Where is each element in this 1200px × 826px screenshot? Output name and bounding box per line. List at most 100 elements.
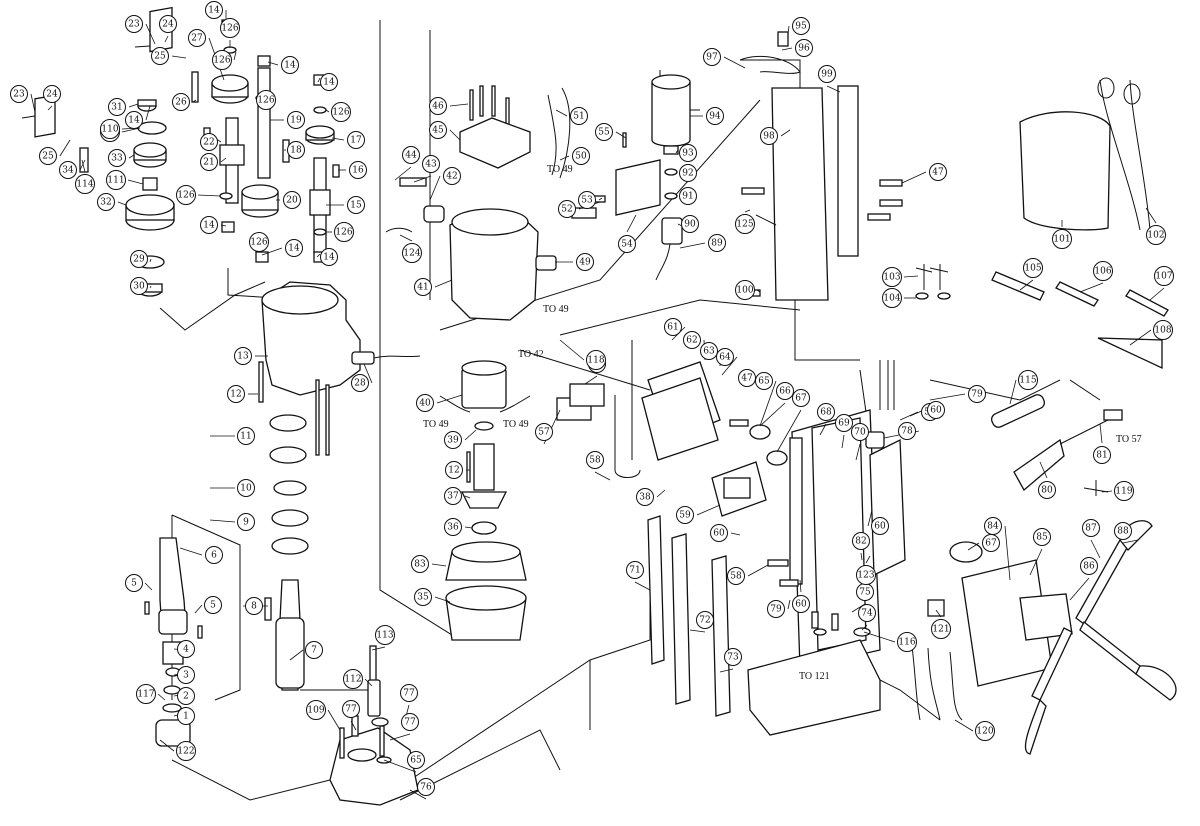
callout-circle [586,350,606,370]
callout-circle [1146,225,1166,245]
callout-number: 88 [1117,527,1129,537]
callout-4: 4 [177,640,195,658]
leader-line [780,129,791,137]
callout-circle [320,73,338,91]
callout-number: 119 [1115,487,1132,497]
callout-74: 74 [858,604,876,622]
callout-118: 118 [586,350,606,370]
leader-line [79,159,86,171]
callout-circle [1154,266,1174,286]
callout-circle [402,146,420,164]
callout-number: 53 [581,196,593,206]
callout-circle [679,164,697,182]
callout-circle [683,331,701,349]
leader-line [584,375,598,385]
callout-number: 70 [854,428,866,438]
callout-number: 22 [203,138,214,148]
leader-line [144,582,153,591]
leader-line [696,504,721,516]
callout-circle [159,15,177,33]
callout-number: 110 [101,125,118,135]
callout-10: 10 [237,479,255,497]
callout-circle [703,48,721,66]
leader-line [559,339,585,361]
callout-circle [125,15,143,33]
leader-lines [30,10,1165,800]
callout-number: 101 [1053,235,1070,245]
callout-78: 78 [898,422,916,440]
callout-number: 76 [420,783,432,793]
callout-circle [738,369,756,387]
leader-line [145,23,156,45]
callout-number: 52 [561,205,572,215]
callout-number: 60 [874,522,886,532]
callout-98: 98 [760,127,778,145]
callout-14: 14 [281,56,299,74]
callout-number: 81 [1096,451,1107,461]
callout-number: 4 [183,645,189,655]
leader-line [787,25,790,35]
callout-circle [1093,446,1111,464]
callout-72: 72 [696,611,714,629]
callout-number: 65 [758,377,770,387]
callout-number: 118 [587,356,604,366]
callout-number: 47 [932,168,944,178]
callout-88: 88 [1114,522,1132,540]
callout-number: 34 [62,166,74,176]
callout-circle [595,123,613,141]
leader-line [594,471,611,481]
callout-circle [716,348,734,366]
callout-circle [108,98,126,116]
callout-circle [343,669,363,689]
callout-circle [429,121,447,139]
callout-102: 102 [1146,225,1166,245]
callout-number: 84 [987,522,999,532]
callout-circle [852,532,870,550]
callout-60: 60 [927,401,945,419]
leader-line [841,434,845,449]
callout-number: 82 [855,537,866,547]
callout-circle [735,214,755,234]
callout-50: 50 [572,147,590,165]
callout-circle [724,648,742,666]
callout-number: 87 [1085,524,1097,534]
callout-circle [287,141,305,159]
leader-line [128,103,139,108]
leader-line [434,279,453,288]
callout-40: 40 [416,394,434,412]
leader-line [364,678,373,687]
callout-number: 74 [861,609,873,619]
callout-63: 63 [700,342,718,360]
leader-line [394,166,412,181]
callout-115: 115 [1018,370,1038,390]
callout-circle [407,751,425,769]
callout-number: 32 [100,198,111,208]
callout-2: 2 [177,687,195,705]
leader-line [1122,539,1139,544]
leader-line [954,719,974,732]
callout-circle [342,700,360,718]
leader-line [464,526,473,529]
callout-circle [106,170,126,190]
callout-number: 95 [795,22,807,32]
callout-15: 15 [347,196,365,214]
leader-line [289,649,304,661]
callout-number: 27 [191,34,203,44]
callout-number: 105 [1024,264,1041,274]
callout-circle [205,1,223,19]
leader-line [935,609,942,618]
leader-line [371,646,386,651]
leader-line [861,624,868,631]
callout-number: 15 [350,201,362,211]
electrical-parts [556,31,903,517]
callout-37: 37 [444,487,462,505]
leader-line [615,131,627,139]
callout-number: 77 [345,705,357,715]
leader-line [867,509,873,527]
callout-circle [176,185,196,205]
leader-line [967,542,980,551]
callout-number: 125 [736,220,753,230]
leader-line [1149,287,1165,301]
callout-circle [792,389,810,407]
leader-line [675,171,678,174]
